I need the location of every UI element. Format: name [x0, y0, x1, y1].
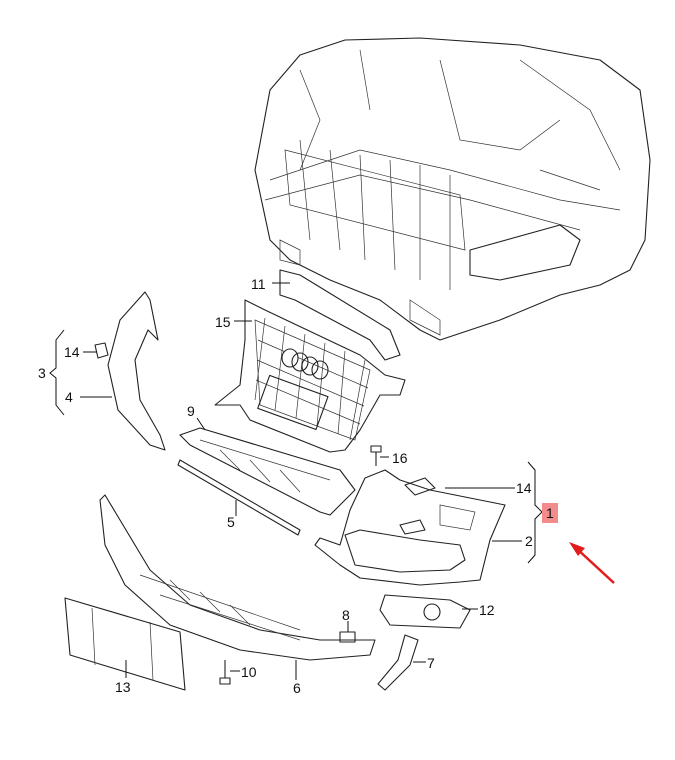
- part-15-grille: [214, 299, 406, 453]
- callout-16: 16: [392, 450, 408, 466]
- callout-15: 15: [215, 314, 231, 330]
- part-14-cap-left: [94, 342, 109, 359]
- vehicle-body-structure: [254, 37, 651, 341]
- callout-4: 4: [65, 389, 73, 405]
- part-9-spoiler: [179, 427, 356, 516]
- callout-12: 12: [479, 602, 495, 618]
- callout-14-left: 14: [64, 344, 80, 360]
- part-5-strip: [177, 459, 301, 536]
- part-6-lower-cover: [99, 494, 376, 661]
- callout-11: 11: [251, 276, 266, 292]
- callout-6: 6: [293, 680, 301, 696]
- callout-7: 7: [427, 655, 435, 671]
- callout-9: 9: [187, 403, 195, 419]
- callout-2: 2: [525, 533, 533, 549]
- part-8-clip: [339, 631, 356, 643]
- part-11-carrier: [279, 269, 401, 361]
- callout-14-right: 14: [516, 480, 532, 496]
- leader-lines: [49, 282, 543, 680]
- part-2-bumper-cover: [314, 469, 506, 586]
- highlight-arrow: [569, 542, 615, 584]
- part-12-fog-grille: [379, 594, 471, 629]
- callout-3: 3: [38, 365, 46, 381]
- callout-1-highlighted[interactable]: 1: [542, 503, 558, 523]
- callout-10: 10: [241, 664, 257, 680]
- part-10-screw: [219, 660, 231, 685]
- part-4-trim: [107, 291, 166, 451]
- callout-5: 5: [227, 514, 235, 530]
- part-13-license-plate-bracket: [64, 597, 186, 691]
- part-16-screw: [370, 445, 382, 466]
- part-7-bracket: [377, 634, 419, 691]
- callout-13: 13: [115, 679, 131, 695]
- callout-8: 8: [342, 607, 350, 623]
